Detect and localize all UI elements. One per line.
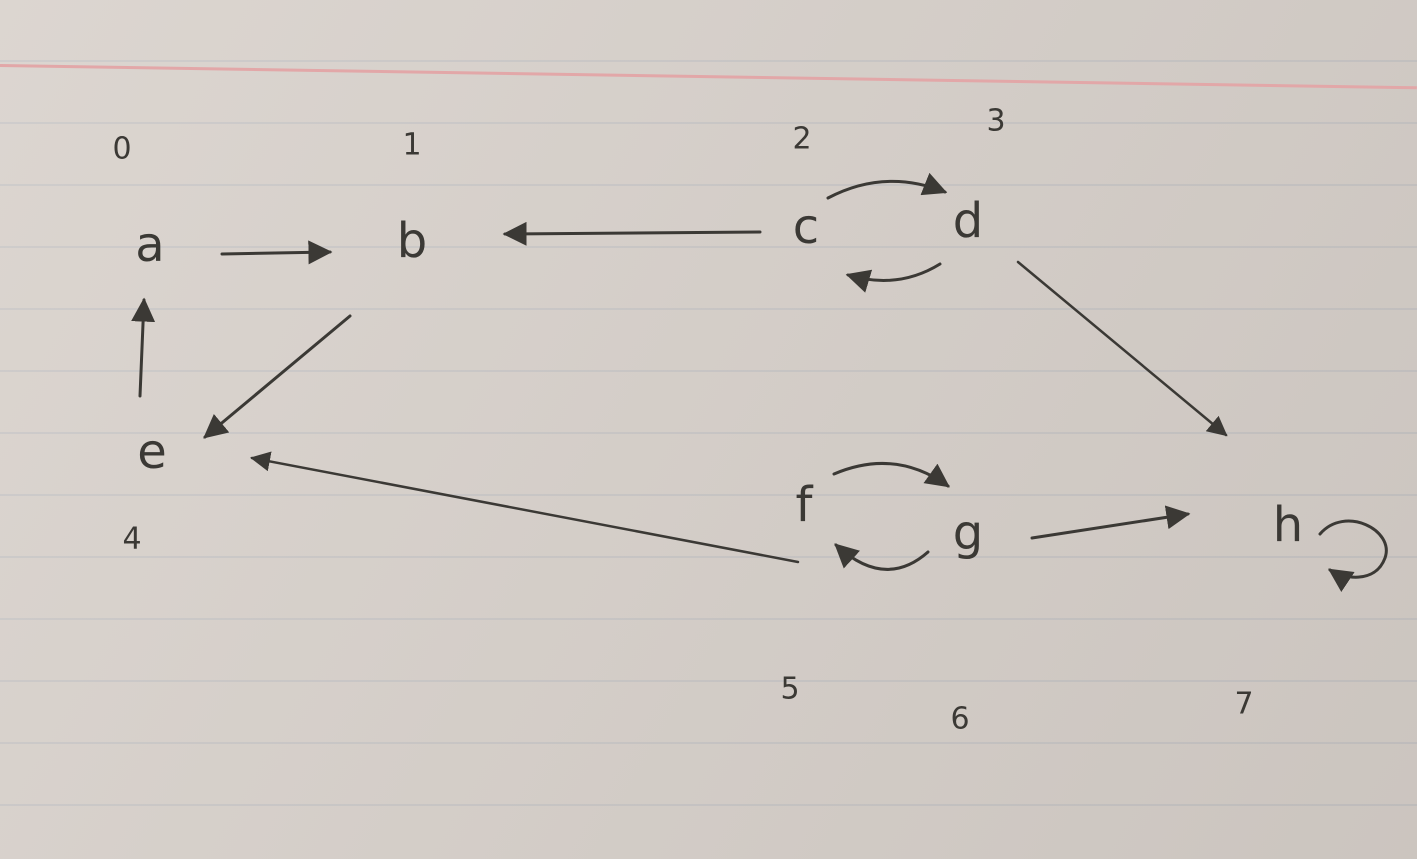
index-h: 7 [1234,687,1253,722]
edge-d-h [1016,260,1228,437]
edge-f-e [250,451,800,564]
node-indices: 0 1 2 3 4 5 6 7 [112,104,1253,737]
edge-b-e [203,314,352,439]
index-b: 1 [402,128,421,163]
edge-g-h [1030,505,1191,540]
node-b: b [397,213,427,269]
node-g: g [953,505,983,561]
node-f: f [796,477,814,533]
index-c: 2 [792,122,811,157]
edge-c-b [502,221,762,246]
node-e: e [137,424,167,480]
edge-g-f [834,543,930,571]
edge-d-c [845,262,942,293]
edge-e-a [131,297,156,398]
node-h: h [1273,497,1303,553]
node-c: c [793,199,819,255]
index-f: 5 [780,672,799,707]
edge-a-b [220,240,333,265]
index-g: 6 [950,702,969,737]
nodes: a b c d e f g h [135,193,1303,561]
index-e: 4 [122,522,141,557]
edge-f-g [832,461,950,488]
edge-h-h-self-loop [1318,519,1388,592]
edges [131,172,1388,592]
node-d: d [953,193,983,249]
node-a: a [135,217,164,273]
edge-c-d [826,172,948,200]
index-d: 3 [986,104,1005,139]
index-a: 0 [112,132,131,167]
